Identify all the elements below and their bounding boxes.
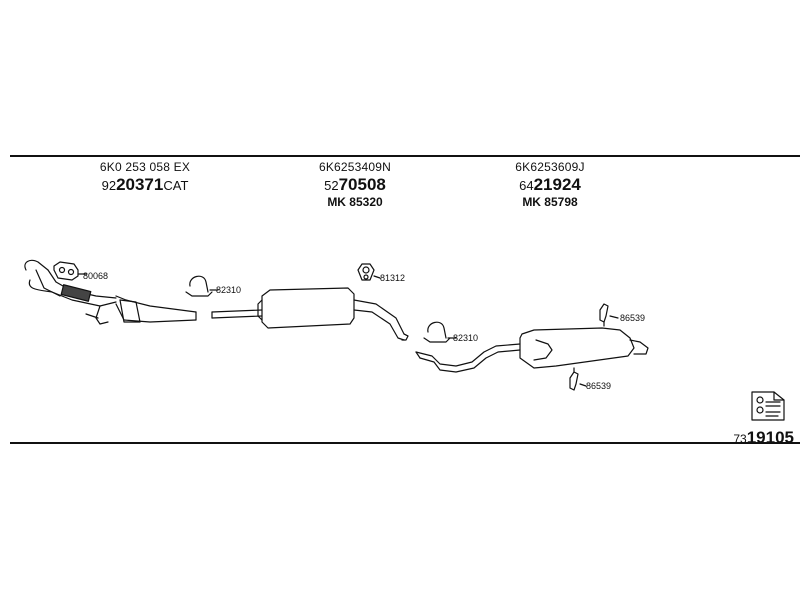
callout-hanger-top: 86539 <box>620 313 646 323</box>
part-code: 9220371CAT <box>55 175 235 195</box>
callout-gasket: 80068 <box>83 271 109 281</box>
diagram-code-prefix: 73 <box>733 432 747 446</box>
callout-clamp-rear: 82310 <box>453 333 479 343</box>
hanger-icon <box>599 303 619 327</box>
oe-number: 6K6253409N <box>318 160 392 174</box>
callout-clamp-front: 82310 <box>216 285 242 295</box>
clamp-icon <box>185 275 219 297</box>
diagram-code: 7319105 <box>733 428 794 448</box>
callout-bracket: 81312 <box>380 273 406 283</box>
part-code-prefix: 92 <box>101 178 117 193</box>
part-code-suffix: CAT <box>163 178 189 193</box>
part-block-rear-silencer: 6K6253609J 6421924 MK 85798 <box>460 160 640 210</box>
callout-hanger-bottom: 86539 <box>586 381 612 391</box>
part-code-main: 20371 <box>116 175 164 194</box>
rear-silencer <box>415 327 649 373</box>
part-code-prefix: 52 <box>324 178 339 193</box>
rubber-mount-icon <box>357 263 381 281</box>
mk-number: MK 85798 <box>522 195 578 209</box>
part-code-prefix: 64 <box>519 178 534 193</box>
oe-number: 6K6253609J <box>515 160 585 174</box>
part-block-catalytic-converter: 6K0 253 058 EX 9220371CAT <box>55 160 235 195</box>
part-block-middle-silencer: 6K6253409N 5270508 MK 85320 <box>265 160 445 210</box>
part-code-main: 21924 <box>533 175 581 194</box>
hanger-icon <box>569 367 587 391</box>
front-pipe-catalytic-converter <box>24 259 197 325</box>
oe-number: 6K0 253 058 EX <box>99 160 191 174</box>
catalog-doc-icon <box>751 391 785 421</box>
part-code: 5270508 <box>265 175 445 195</box>
top-rule <box>10 155 800 157</box>
bottom-rule <box>10 442 800 444</box>
part-code: 6421924 <box>460 175 640 195</box>
diagram-code-main: 19105 <box>746 428 794 447</box>
middle-silencer <box>211 287 409 341</box>
mk-number: MK 85320 <box>327 195 383 209</box>
part-code-main: 70508 <box>338 175 386 194</box>
gasket-icon <box>53 261 87 281</box>
clamp-icon <box>423 321 457 343</box>
